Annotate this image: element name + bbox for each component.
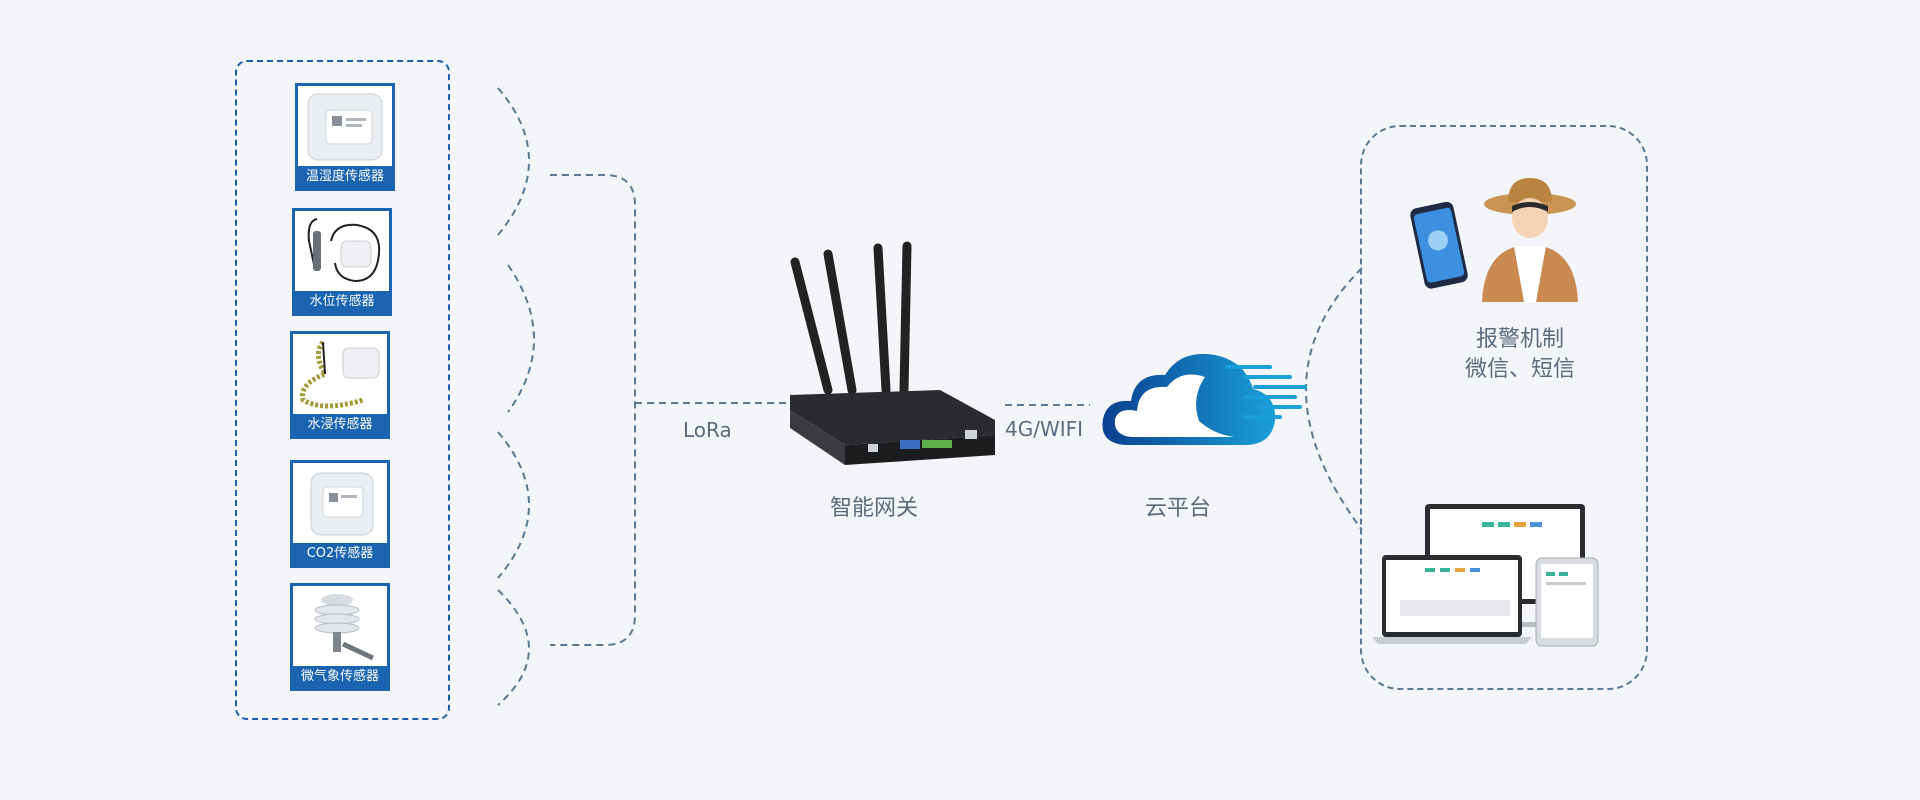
sensor-card[interactable]: 温湿度传感器 [295, 83, 395, 191]
merge-brace [550, 174, 636, 646]
brace-2 [507, 264, 535, 413]
thermo-hygrometer-icon [307, 93, 383, 161]
cloud-platform-label: 云平台 [1145, 496, 1212, 521]
alarm-line-1: 报警机制 [1475, 327, 1564, 352]
sensor-card[interactable]: 水位传感器 [292, 208, 392, 316]
water-level-probe-icon [307, 218, 381, 283]
sensor-label: 水浸传感器 [293, 414, 387, 436]
sensor-card[interactable]: 水浸传感器 [290, 331, 390, 439]
lora-label: LoRa [683, 418, 732, 442]
sensor-group-frame [235, 60, 450, 720]
water-leak-sensor-icon [299, 340, 380, 409]
4g-wifi-label: 4G/WIFI [1005, 417, 1084, 441]
sensor-label: 温湿度传感器 [298, 166, 392, 188]
brace-3 [497, 431, 530, 579]
co2-sensor-icon [310, 472, 374, 536]
farmer-avatar-icon [1482, 178, 1578, 302]
alarm-mechanism-text: 报警机制 微信、短信 [1440, 325, 1600, 385]
client-group-frame [1360, 125, 1648, 690]
desktop-laptop-tablet-icon [1372, 504, 1599, 647]
sensor-label: 水位传感器 [295, 291, 389, 313]
brace-1 [497, 87, 530, 236]
sensor-label: 微气象传感器 [293, 666, 387, 688]
router-gateway-icon [790, 241, 995, 465]
smartphone-icon [1410, 201, 1468, 289]
cloud-icon [1102, 353, 1307, 445]
sensor-label: CO2传感器 [293, 543, 387, 565]
sensor-card[interactable]: CO2传感器 [290, 460, 390, 568]
brace-4 [497, 589, 530, 706]
alarm-line-2: 微信、短信 [1464, 357, 1575, 382]
gateway-label: 智能网关 [830, 496, 919, 521]
sensor-card[interactable]: 微气象传感器 [290, 583, 390, 691]
weather-station-icon [314, 594, 375, 661]
cloud-to-right-arc [1305, 267, 1363, 531]
